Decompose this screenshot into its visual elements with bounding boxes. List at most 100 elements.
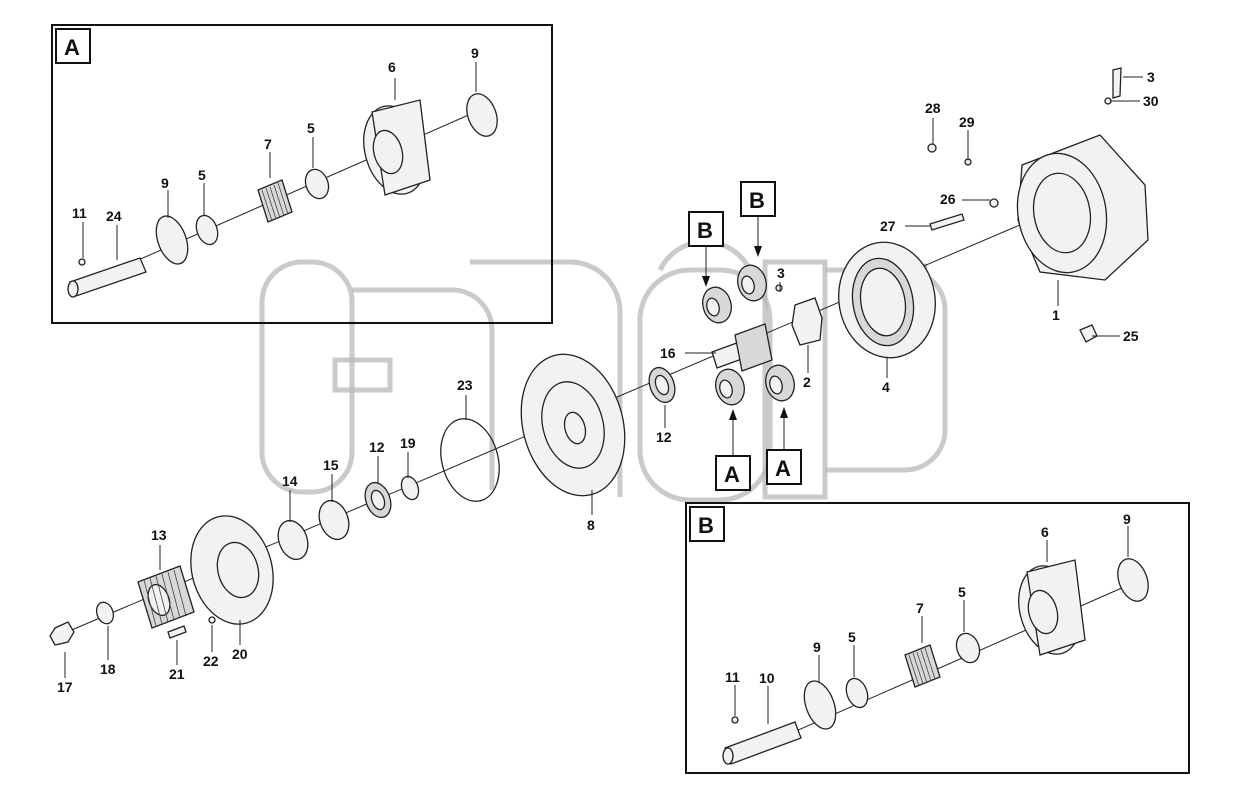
pin-11-b: [731, 716, 739, 724]
shaft-10: [722, 721, 802, 765]
callout-15: 15: [323, 457, 339, 473]
section-marker-a-2: A: [766, 407, 802, 485]
detail-a-title: A: [64, 35, 80, 60]
ring-5-d: [955, 632, 981, 664]
spur-gear-6: [363, 99, 431, 196]
ring-15: [318, 499, 350, 541]
callout-29: 29: [959, 114, 975, 130]
ring-5-c: [845, 677, 869, 709]
part-26: [989, 198, 999, 208]
callout-2: 2: [803, 374, 811, 390]
ring-5: [195, 214, 219, 246]
callout-19: 19: [400, 435, 416, 451]
detail-box-a: A: [51, 24, 553, 324]
bolt-21: [167, 625, 187, 639]
callout-27: 27: [880, 218, 896, 234]
needle-bearing-7: [257, 179, 293, 223]
callout-16: 16: [660, 345, 676, 361]
spider-2: [791, 297, 823, 346]
svg-text:A: A: [724, 462, 740, 487]
callout-a-9: 9: [471, 45, 479, 61]
bolt-27: [929, 213, 965, 231]
pin-11: [78, 258, 86, 266]
section-marker-a-1: A: [715, 409, 751, 491]
callout-13: 13: [151, 527, 167, 543]
hub-8: [520, 353, 626, 497]
callout-14: 14: [282, 473, 298, 489]
thrust-washer-9: [155, 215, 189, 265]
ring-gear-4: [838, 241, 936, 359]
planet-gear-top-2: [737, 264, 767, 302]
detail-b-title: B: [698, 513, 714, 538]
bearing-12-b: [648, 366, 676, 404]
callout-23: 23: [457, 377, 473, 393]
nut-17: [49, 621, 75, 646]
bolt-3: [1112, 67, 1122, 99]
callout-22: 22: [203, 653, 219, 669]
svg-text:B: B: [697, 218, 713, 243]
pin-22: [208, 616, 216, 624]
svg-text:B: B: [749, 188, 765, 213]
pinion-shaft-16: [711, 323, 773, 372]
callout-1: 1: [1052, 307, 1060, 323]
planet-gear-top-1: [702, 286, 732, 324]
main-callouts: 17 18 13 21 22 20 14 15 12 19 23 8 12 16…: [57, 69, 1159, 695]
plug-25: [1079, 324, 1098, 343]
washer-18: [95, 601, 115, 625]
callout-b-10: 10: [759, 670, 775, 686]
callout-a-7: 7: [264, 136, 272, 152]
callout-18: 18: [100, 661, 116, 677]
carrier-20: [190, 515, 274, 625]
callout-a-9b: 9: [161, 175, 169, 191]
callout-b-5b: 5: [848, 629, 856, 645]
planet-gear-low-2: [765, 364, 795, 402]
section-marker-b-2: B: [740, 181, 776, 257]
thrust-washer-9-d: [1117, 558, 1149, 602]
callout-4: 4: [882, 379, 890, 395]
thrust-washer-9-c: [803, 680, 837, 730]
needle-bearing-7-b: [904, 644, 941, 688]
callout-a-6: 6: [388, 59, 396, 75]
main-leaders: [64, 76, 1143, 678]
callout-30: 30: [1143, 93, 1159, 109]
callout-12b: 12: [656, 429, 672, 445]
callout-26: 26: [940, 191, 956, 207]
callout-a-5: 5: [307, 120, 315, 136]
callout-28: 28: [925, 100, 941, 116]
spur-gear-6-b: [1018, 559, 1086, 656]
plug-28: [927, 143, 937, 153]
callout-20: 20: [232, 646, 248, 662]
planet-gear-low-1: [715, 368, 745, 406]
thrust-washer-9-b: [466, 93, 498, 137]
callout-b-9: 9: [1123, 511, 1131, 527]
callout-17: 17: [57, 679, 73, 695]
callout-a-24: 24: [106, 208, 122, 224]
housing-1: [1016, 134, 1149, 281]
sun-gear-13: [137, 565, 195, 629]
callout-a-11: 11: [72, 205, 87, 221]
svg-text:A: A: [775, 456, 791, 481]
bearing-12: [364, 481, 392, 519]
callout-b-11: 11: [725, 669, 740, 685]
main-assembly: [49, 67, 1149, 646]
callout-21: 21: [169, 666, 185, 682]
callout-3: 3: [777, 265, 785, 281]
shaft-24: [67, 257, 147, 298]
callout-3b: 3: [1147, 69, 1155, 85]
callout-b-5: 5: [958, 584, 966, 600]
ring-14: [277, 519, 309, 561]
callout-b-6: 6: [1041, 524, 1049, 540]
callout-b-7: 7: [916, 600, 924, 616]
callout-b-9b: 9: [813, 639, 821, 655]
detail-box-b: B 6 9: [685, 502, 1190, 774]
bolt-3-small: [775, 284, 783, 292]
callout-a-5b: 5: [198, 167, 206, 183]
ring-5-b: [304, 168, 330, 200]
callout-25: 25: [1123, 328, 1139, 344]
callout-12: 12: [369, 439, 385, 455]
section-marker-b-1: B: [688, 211, 724, 287]
seal-23: [440, 418, 500, 502]
callout-8: 8: [587, 517, 595, 533]
ring-19: [400, 475, 420, 501]
